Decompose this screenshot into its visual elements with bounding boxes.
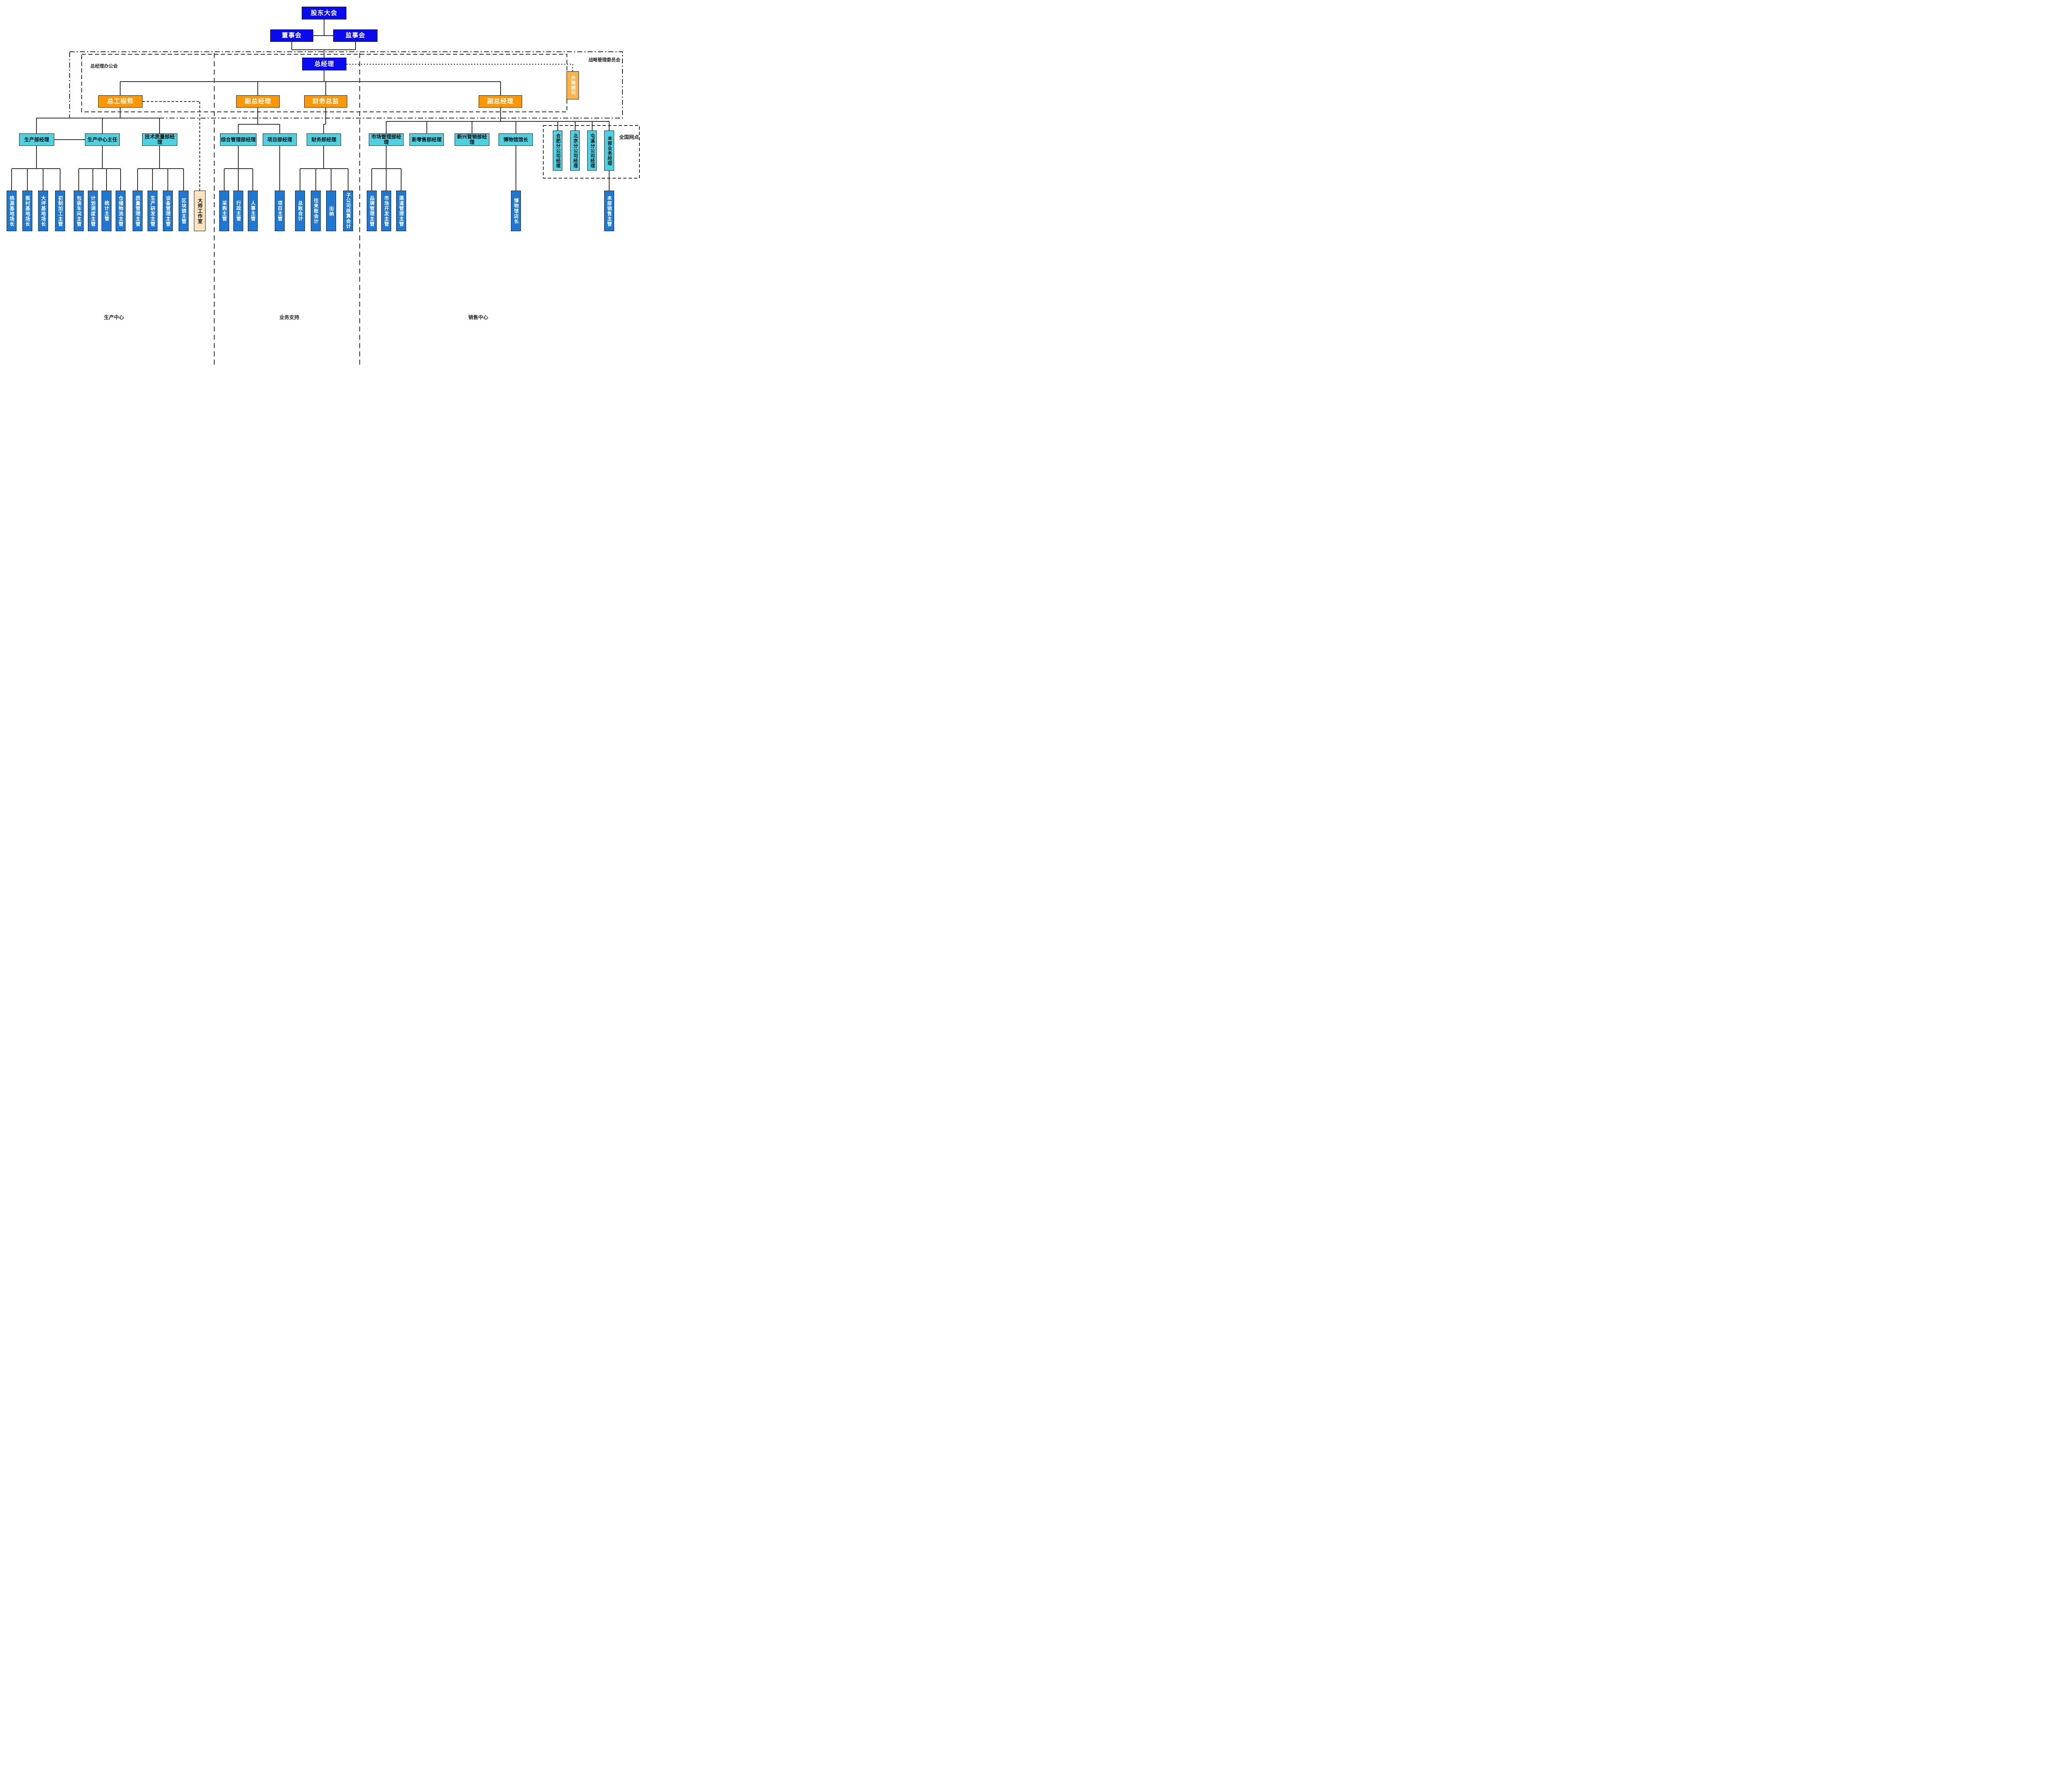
node-project-dept-manager[interactable]: 项目部经理 xyxy=(263,133,297,146)
node-production-rnd-supervisor[interactable]: 生产研发主管 xyxy=(148,191,157,231)
node-daping-base-head[interactable]: 大坪基地场长 xyxy=(38,191,48,231)
node-hq-sales-supervisor[interactable]: 本部销售主管 xyxy=(604,191,614,231)
node-external-advisor[interactable]: 外聘顾问 xyxy=(566,71,579,99)
node-emerging-marketing-dept-manager[interactable]: 新兴营销部经理 xyxy=(455,133,489,146)
connector-lines xyxy=(11,19,640,366)
node-shareholders-meeting[interactable]: 股东大会 xyxy=(302,7,346,19)
node-blockchain-supervisor[interactable]: 区块链主管 xyxy=(179,191,189,231)
node-new-retail-dept-manager[interactable]: 新零售部经理 xyxy=(409,133,444,146)
node-hq-business-manager[interactable]: 本部业务经理 xyxy=(604,131,614,171)
org-chart-canvas: 总经理办公会 战略管理委员会 全国网点 生产中心 业务支持 销售中心 股东大会 … xyxy=(0,0,640,367)
node-brand-mgmt-supervisor[interactable]: 品牌管理主管 xyxy=(367,191,377,231)
node-museum-store-manager[interactable]: 博物馆店长 xyxy=(511,191,521,231)
node-hefei-branch-manager[interactable]: 合肥分公司经理 xyxy=(553,131,562,171)
node-subsidiary-accounting[interactable]: 子公司核算会计 xyxy=(343,191,353,231)
node-master-studio[interactable]: 大师工作室 xyxy=(194,191,206,231)
node-statistics-supervisor[interactable]: 统计主管 xyxy=(102,191,111,231)
node-production-center-director[interactable]: 生产中心主任 xyxy=(85,133,120,146)
node-tech-quality-dept-manager[interactable]: 技术质量部经理 xyxy=(142,133,177,146)
node-supervisory-board[interactable]: 监事会 xyxy=(333,29,378,42)
node-board-of-directors[interactable]: 董事会 xyxy=(270,29,313,42)
node-finance-director[interactable]: 财务总监 xyxy=(304,95,347,108)
caption-gm-office: 总经理办公会 xyxy=(90,64,118,69)
node-deputy-gm-right[interactable]: 副总经理 xyxy=(479,95,522,108)
node-packaging-workshop-supervisor[interactable]: 包装车间主管 xyxy=(74,191,84,231)
node-cashier[interactable]: 出纳 xyxy=(326,191,336,231)
node-taoyuan-base-head[interactable]: 桃源基地场长 xyxy=(7,191,17,231)
node-primary-processing-supervisor[interactable]: 初制加工主管 xyxy=(55,191,65,231)
node-market-mgmt-dept-manager[interactable]: 市场管理部经理 xyxy=(369,133,404,146)
node-market-dev-supervisor[interactable]: 市场开发主管 xyxy=(381,191,391,231)
region-label-production: 生产中心 xyxy=(104,314,124,320)
node-museum-director[interactable]: 博物馆馆长 xyxy=(499,133,533,146)
node-procurement-supervisor[interactable]: 采购主管 xyxy=(219,191,229,231)
caption-national-network: 全国网点 xyxy=(619,134,639,140)
node-chief-engineer[interactable]: 总工程师 xyxy=(98,95,143,108)
node-deputy-gm-left[interactable]: 副总经理 xyxy=(236,95,280,108)
node-admin-supervisor[interactable]: 行政主管 xyxy=(233,191,243,231)
caption-strategy-committee: 战略管理委员会 xyxy=(588,58,620,63)
node-planning-dispatch-supervisor[interactable]: 计划调度主管 xyxy=(88,191,98,231)
node-general-manager[interactable]: 总经理 xyxy=(302,58,346,70)
node-hr-supervisor[interactable]: 人事主管 xyxy=(248,191,258,231)
node-channel-mgmt-supervisor[interactable]: 渠道管理主管 xyxy=(396,191,406,231)
node-general-admin-dept-manager[interactable]: 综合管理部经理 xyxy=(220,133,257,146)
node-production-dept-manager[interactable]: 生产部经理 xyxy=(19,133,54,146)
node-finance-dept-manager[interactable]: 财务部经理 xyxy=(307,133,341,146)
region-label-sales: 销售中心 xyxy=(468,314,489,320)
node-houcun-base-head[interactable]: 猴村基地场长 xyxy=(22,191,32,231)
node-beijing-branch-manager[interactable]: 北京分公司经理 xyxy=(570,131,580,171)
node-equipment-mgmt-supervisor[interactable]: 设备管理主管 xyxy=(163,191,173,231)
node-general-ledger-accountant[interactable]: 总账会计 xyxy=(295,191,305,231)
node-tunxi-branch-manager[interactable]: 屯溪分公司经理 xyxy=(587,131,597,171)
node-receivables-accountant[interactable]: 往来账会计 xyxy=(311,191,321,231)
node-quality-mgmt-supervisor[interactable]: 质量管理主管 xyxy=(133,191,143,231)
region-label-support: 业务支持 xyxy=(279,314,300,320)
node-project-supervisor[interactable]: 项目主管 xyxy=(275,191,285,231)
node-warehouse-logistics-supervisor[interactable]: 仓储物流主管 xyxy=(116,191,126,231)
